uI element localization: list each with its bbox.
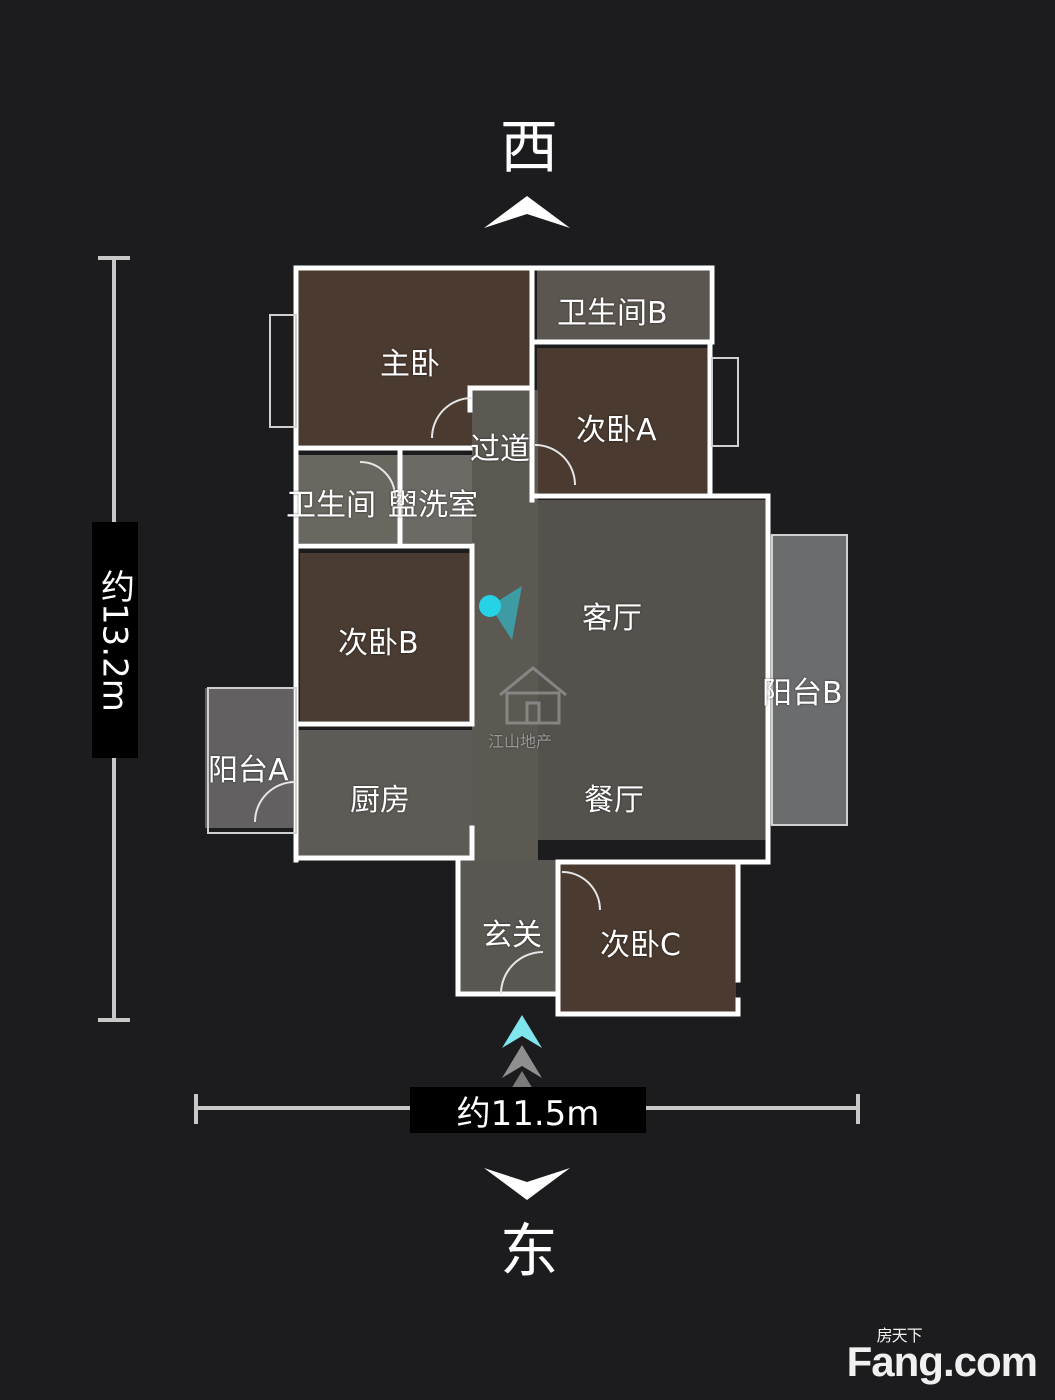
room-floors <box>205 270 848 1014</box>
room-corridor[interactable]: 过道 <box>470 432 530 467</box>
vertical-dimension: 约13.2m <box>92 522 138 758</box>
room-balcony-a[interactable]: 阳台A <box>208 753 289 788</box>
room-foyer[interactable]: 玄关 <box>482 918 542 953</box>
chevron-up-icon <box>502 1015 542 1048</box>
compass-west-label: 西 <box>500 113 559 181</box>
room-bathroom[interactable]: 卫生间 <box>286 488 376 523</box>
chevron-up-icon <box>502 1045 542 1078</box>
room-washroom[interactable]: 盥洗室 <box>388 488 478 523</box>
room-dining-room[interactable]: 餐厅 <box>584 783 644 818</box>
balcony-frames <box>207 314 848 834</box>
door-swings <box>254 397 601 995</box>
fang-logo: 房天下 Fang.com <box>846 1328 1038 1386</box>
room-master-bedroom[interactable]: 主卧 <box>380 347 440 382</box>
fang-logo-small-text: 房天下 <box>876 1328 923 1345</box>
fang-logo-text: Fang.com <box>846 1338 1038 1385</box>
compass-arrows <box>484 196 570 1200</box>
room-bathroom-b[interactable]: 卫生间B <box>557 296 668 331</box>
room-kitchen[interactable]: 厨房 <box>350 783 410 818</box>
house-watermark-icon <box>499 666 567 725</box>
horizontal-dimension: 约11.5m <box>410 1087 646 1134</box>
center-watermark-text: 江山地产 <box>488 732 553 751</box>
north-arrow-icon <box>484 196 570 228</box>
room-bedroom-c[interactable]: 次卧C <box>600 928 681 963</box>
compass-east-label: 东 <box>500 1217 559 1285</box>
room-balcony-b[interactable]: 阳台B <box>762 676 843 711</box>
room-living-room[interactable]: 客厅 <box>582 601 642 636</box>
viewer-marker <box>479 586 522 640</box>
south-arrow-icon <box>484 1168 570 1200</box>
room-bedroom-a[interactable]: 次卧A <box>576 413 657 448</box>
room-bedroom-b[interactable]: 次卧B <box>338 626 419 661</box>
